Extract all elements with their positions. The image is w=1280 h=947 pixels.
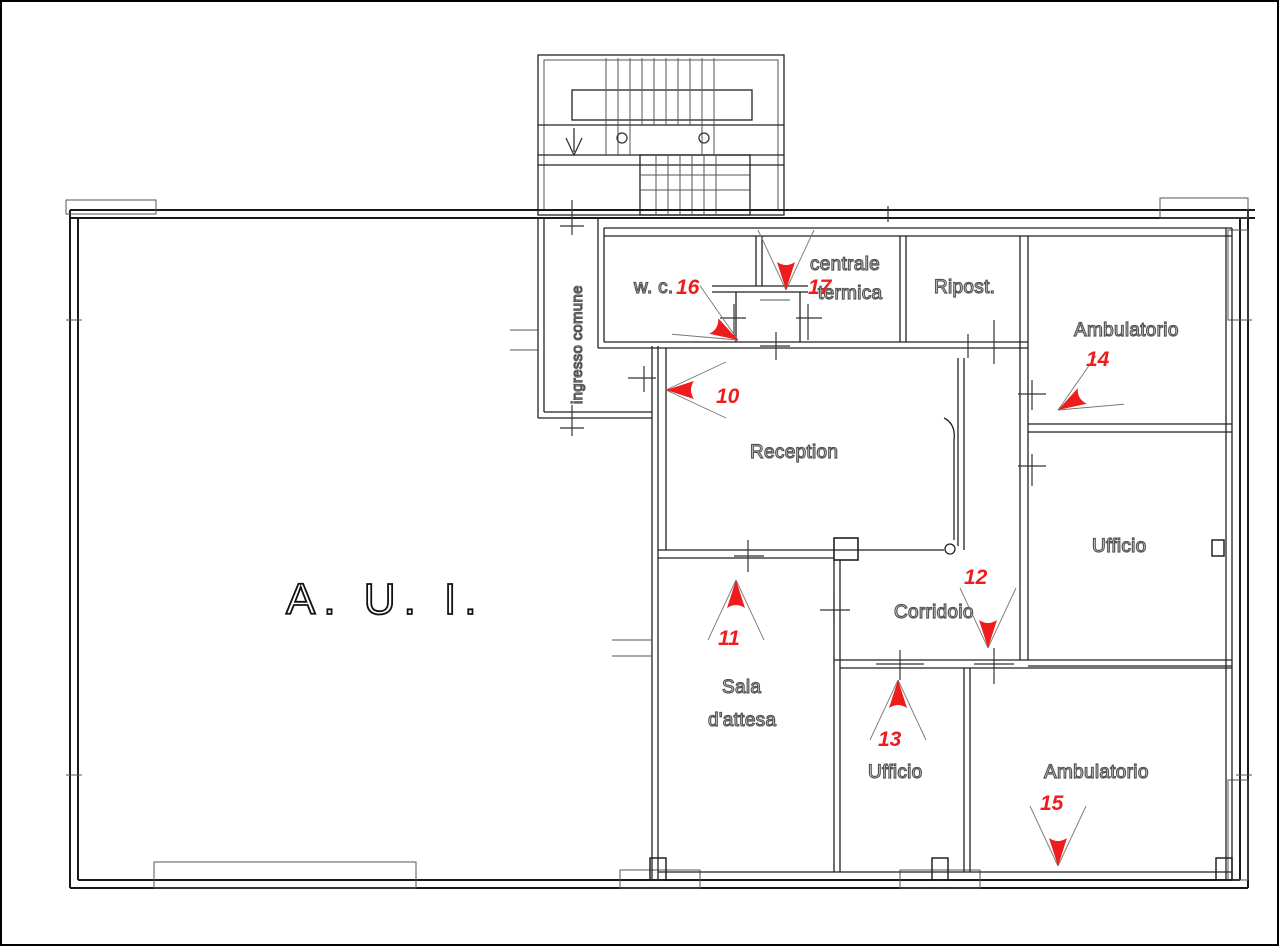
inner-walls [510, 218, 1233, 881]
marker-view-line [959, 587, 989, 649]
marker-view-line [735, 579, 765, 641]
marker-12: 12 [959, 566, 1017, 649]
wc-label: w. c. [633, 277, 674, 298]
reception-label: Reception [750, 442, 838, 463]
marker-13: 13 [869, 679, 927, 751]
marker-cone [709, 318, 738, 340]
marker-cone [1049, 838, 1067, 866]
marker-number: 12 [964, 566, 988, 589]
viewpoint-markers: 10 11 12 13 14 15 16 17 [665, 229, 1125, 867]
ripost-label: Ripost. [934, 277, 995, 298]
marker-view-line [1057, 355, 1097, 411]
marker-cone [727, 580, 745, 608]
ingresso-label: ingresso comune [569, 285, 586, 404]
marker-cone [889, 680, 907, 708]
marker-view-line [707, 579, 737, 641]
outer-walls [65, 197, 1255, 889]
marker-number: 16 [676, 276, 700, 299]
marker-view-line [671, 333, 739, 341]
marker-view-line [665, 389, 727, 419]
marker-view-line [1057, 403, 1125, 411]
corridoio-label: Corridoio [894, 602, 974, 623]
marker-14: 14 [1057, 348, 1125, 411]
marker-10: 10 [665, 361, 740, 419]
marker-view-line [897, 679, 927, 741]
marker-number: 17 [808, 276, 833, 299]
marker-16: 16 [671, 276, 739, 341]
termica-label: termica [818, 283, 883, 304]
centrale-label: centrale [810, 254, 880, 275]
room-labels: A. U. I. w. c. centrale termica Ripost. … [285, 253, 1179, 783]
ambulatorio-bottom-label: Ambulatorio [1044, 762, 1149, 783]
marker-view-line [785, 229, 815, 291]
ufficio-bottom-label: Ufficio [868, 762, 923, 783]
marker-number: 14 [1086, 348, 1110, 371]
marker-number: 11 [718, 627, 740, 650]
marker-view-line [665, 361, 727, 391]
marker-view-line [1029, 805, 1059, 867]
marker-17: 17 [757, 229, 833, 299]
marker-view-line [869, 679, 899, 741]
marker-number: 15 [1040, 792, 1064, 815]
marker-cone [666, 381, 694, 399]
ambulatorio-top-label: Ambulatorio [1074, 320, 1179, 341]
sala-label: Sala [722, 677, 761, 698]
marker-number: 13 [878, 728, 902, 751]
marker-11: 11 [707, 579, 765, 650]
marker-view-line [757, 229, 787, 291]
marker-view-line [1057, 805, 1087, 867]
stairwell [537, 54, 785, 216]
marker-cone [1058, 388, 1087, 410]
marker-15: 15 [1029, 792, 1087, 867]
aui-label: A. U. I. [286, 575, 484, 624]
marker-cone [979, 620, 997, 648]
doors [560, 200, 1046, 684]
attesa-label: d'attesa [708, 710, 776, 731]
ufficio-right-label: Ufficio [1092, 536, 1147, 557]
marker-view-line [987, 587, 1017, 649]
marker-number: 10 [716, 385, 740, 408]
marker-view-line [699, 285, 739, 341]
marker-cone [777, 262, 795, 290]
